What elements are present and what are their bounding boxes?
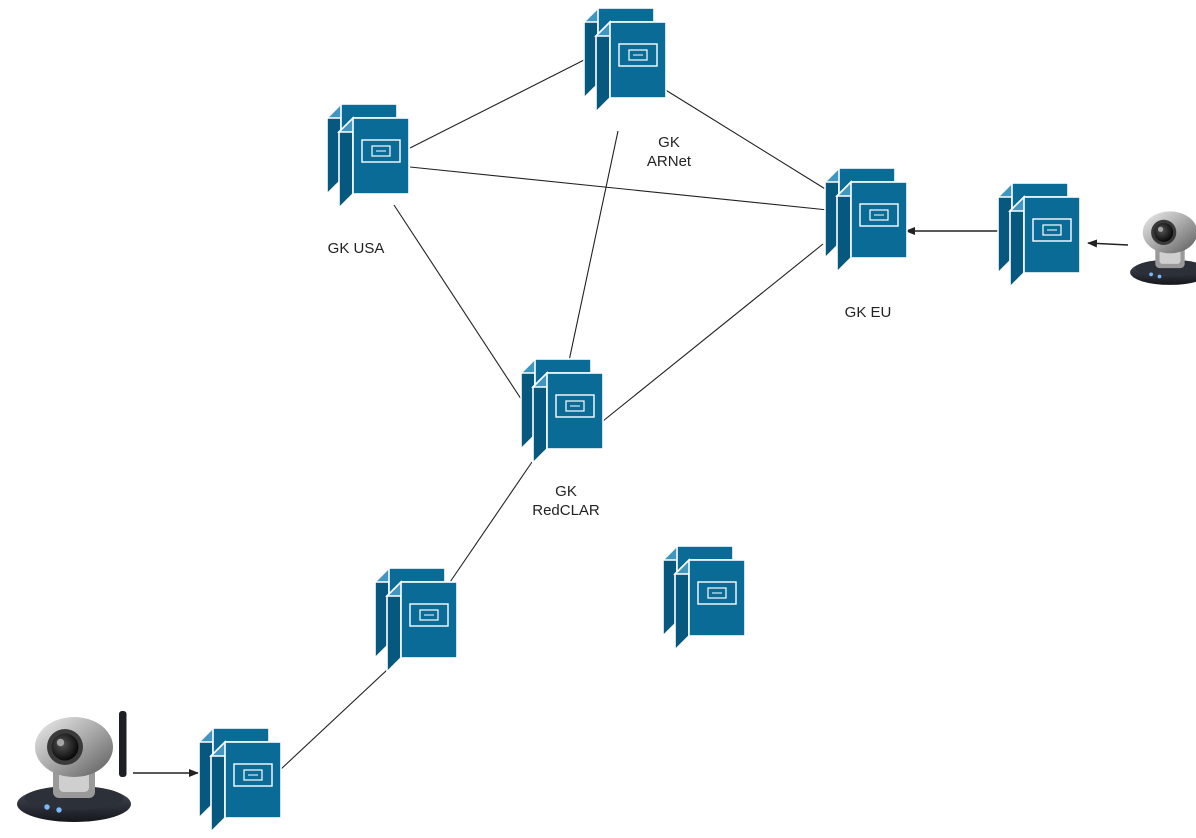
gk-arnet-label-line-1: GK	[658, 134, 680, 151]
nodes-layer	[17, 6, 1196, 834]
gk-arnet-label-line-2: ARNet	[646, 153, 692, 170]
link-gk-usa-to-gk-eu	[409, 166, 829, 211]
gk-usa-label-line: GK USA	[327, 240, 385, 257]
gk-redclar-server-cluster-icon	[519, 357, 605, 465]
link-cam-right-to-srv-east	[1087, 239, 1129, 248]
srv-east-server-cluster-icon	[996, 181, 1082, 289]
gk-eu-label: GK EU	[845, 303, 892, 322]
link-gk-eu-to-gk-redclar	[597, 243, 824, 426]
srv-bottom-left-server-cluster-icon	[197, 726, 283, 834]
gk-usa-server-cluster-icon	[325, 102, 411, 210]
connections-layer	[133, 56, 1129, 777]
cam-right-ip-camera-icon	[1130, 211, 1196, 285]
gk-usa-label: GK USA	[328, 239, 385, 258]
link-gk-arnet-to-gk-eu	[663, 88, 836, 196]
gk-arnet-server-cluster-icon	[582, 6, 668, 114]
link-gk-usa-to-gk-arnet	[409, 56, 591, 149]
gk-eu-server-cluster-icon	[823, 166, 909, 274]
srv-mid-left-server-cluster-icon	[373, 566, 459, 674]
gk-eu-label-line: GK EU	[844, 304, 892, 321]
cam-left-wireless-ip-camera-icon	[17, 711, 131, 822]
link-gk-arnet-to-gk-redclar	[565, 130, 619, 376]
link-gk-usa-to-gk-redclar	[393, 204, 526, 406]
gk-redclar-label-line-1: GK	[555, 483, 577, 500]
gk-redclar-label-line-2: RedCLAR	[532, 502, 600, 519]
gk-arnet-label: GK ARNet	[647, 133, 691, 171]
gk-redclar-label: GK RedCLAR	[532, 482, 600, 520]
link-gk-redclar-to-srv-mid-left	[447, 461, 533, 586]
srv-isolated-server-cluster-icon	[661, 544, 747, 652]
